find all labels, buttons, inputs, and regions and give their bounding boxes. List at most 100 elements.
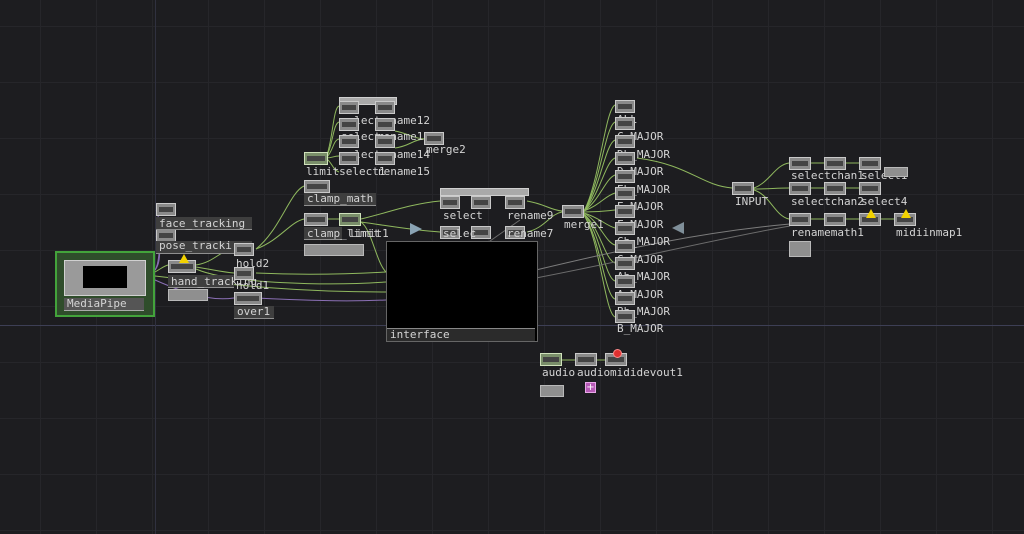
- clamp-limit-label: clamp_limit: [307, 227, 380, 240]
- selectchan1b-node[interactable]: [824, 157, 846, 170]
- merge1-node[interactable]: [562, 205, 584, 218]
- plus-icon[interactable]: +: [585, 382, 596, 393]
- selectchan1-label: selectchan1: [791, 169, 864, 182]
- flow-arrow-icon: [410, 223, 422, 235]
- wire: [255, 297, 387, 302]
- limit1-node[interactable]: [339, 213, 361, 226]
- rename-info: [789, 241, 811, 257]
- pose-tracking-label: pose_tracki: [159, 239, 232, 252]
- select1-node[interactable]: [859, 157, 881, 170]
- wire: [583, 104, 616, 212]
- hold1-node[interactable]: [234, 267, 254, 280]
- scale-e-node[interactable]: [615, 187, 635, 200]
- select-node-3[interactable]: [339, 135, 359, 148]
- rename7-node[interactable]: [505, 226, 525, 239]
- wire: [535, 225, 791, 279]
- mediapipe-label: MediaPipe: [67, 297, 127, 310]
- scale-b-label: B_MAJOR: [617, 322, 664, 335]
- rename9-label: rename9: [507, 209, 554, 222]
- rename14-node[interactable]: [375, 135, 395, 148]
- mediapipe-node[interactable]: MediaPipe: [55, 251, 155, 317]
- hold2-node[interactable]: [234, 243, 254, 256]
- wire: [325, 105, 340, 159]
- selectchan1-node[interactable]: [789, 157, 811, 170]
- face-tracking-node[interactable]: [156, 203, 176, 216]
- select1-info: [884, 167, 908, 177]
- hand-tracking-caption: [168, 275, 234, 288]
- selectchan2b-node[interactable]: [824, 182, 846, 195]
- scale-b-node[interactable]: [615, 310, 635, 323]
- input-label: INPUT: [735, 195, 769, 208]
- scale-c-node[interactable]: [615, 117, 635, 130]
- warning-icon[interactable]: [866, 209, 876, 218]
- over1-node[interactable]: [234, 292, 262, 305]
- scale-f-node[interactable]: [615, 205, 635, 218]
- select-mid-node-1[interactable]: [440, 196, 460, 209]
- mediapipe-caption: [64, 298, 144, 311]
- wire: [753, 187, 790, 190]
- clamp-limit-caption: [304, 227, 342, 240]
- wire: [394, 130, 425, 140]
- clamp-math-caption: [304, 193, 376, 206]
- merge2-node[interactable]: [424, 132, 444, 145]
- clamp-math-node[interactable]: [304, 180, 330, 193]
- scale-eb-node[interactable]: [615, 170, 635, 183]
- select-mid-label-1: select: [443, 209, 483, 222]
- mididevout1-node[interactable]: [605, 353, 627, 366]
- select4-label: select4: [861, 195, 908, 208]
- wire: [255, 218, 305, 250]
- limit1-label: limit1: [349, 227, 389, 240]
- wire: [583, 192, 616, 212]
- mid-select-header: [440, 188, 529, 196]
- rename15-node[interactable]: [375, 152, 395, 165]
- wire: [394, 138, 425, 149]
- select-mid-node-3[interactable]: [440, 226, 460, 239]
- audio1-node[interactable]: [540, 353, 562, 366]
- scale-gb-node[interactable]: [615, 222, 635, 235]
- wire: [583, 209, 616, 213]
- scale-a-node[interactable]: [615, 275, 635, 288]
- audio2-node[interactable]: [575, 353, 597, 366]
- interface-label: interface: [390, 328, 450, 341]
- mediapipe-preview: [83, 266, 127, 288]
- rename7-label: rename7: [507, 227, 554, 240]
- wire: [535, 223, 791, 271]
- select-mid-label-2: selec: [443, 227, 477, 240]
- rename12-node[interactable]: [375, 101, 395, 114]
- renamemath-label: renamemath1: [791, 226, 864, 239]
- math-node[interactable]: [824, 213, 846, 226]
- select4-node[interactable]: [859, 182, 881, 195]
- select-mid-node-2[interactable]: [471, 196, 491, 209]
- midiinmap1-label: midiinmap1: [896, 226, 963, 239]
- warning-icon[interactable]: [179, 254, 189, 263]
- scale-g-node[interactable]: [615, 240, 635, 253]
- select-node-2[interactable]: [339, 118, 359, 131]
- wire: [636, 157, 733, 189]
- selectchan2-node[interactable]: [789, 182, 811, 195]
- error-icon[interactable]: [613, 349, 622, 358]
- wire: [360, 221, 387, 273]
- select-node-1[interactable]: [339, 101, 359, 114]
- scale-d-node[interactable]: [615, 152, 635, 165]
- rename-node[interactable]: [789, 213, 811, 226]
- wire: [360, 200, 441, 220]
- scale-ab-node[interactable]: [615, 257, 635, 270]
- rename15-label: rename15: [377, 165, 430, 178]
- audio2-label: audio: [577, 366, 611, 379]
- scale-all-node[interactable]: [615, 100, 635, 113]
- select-node-4[interactable]: [339, 152, 359, 165]
- hand-tracking-node[interactable]: [168, 260, 196, 273]
- wire: [526, 211, 563, 233]
- rename13-node[interactable]: [375, 118, 395, 131]
- wire: [583, 212, 616, 229]
- interface-panel[interactable]: interface: [386, 241, 538, 342]
- warning-icon[interactable]: [901, 209, 911, 218]
- scale-db-node[interactable]: [615, 135, 635, 148]
- input-node[interactable]: [732, 182, 754, 195]
- rename9-node[interactable]: [505, 196, 525, 209]
- select-mid-node-4[interactable]: [471, 226, 491, 239]
- scale-bb-node[interactable]: [615, 292, 635, 305]
- limitselect-node[interactable]: [304, 152, 328, 165]
- clamp-limit-node[interactable]: [304, 213, 328, 226]
